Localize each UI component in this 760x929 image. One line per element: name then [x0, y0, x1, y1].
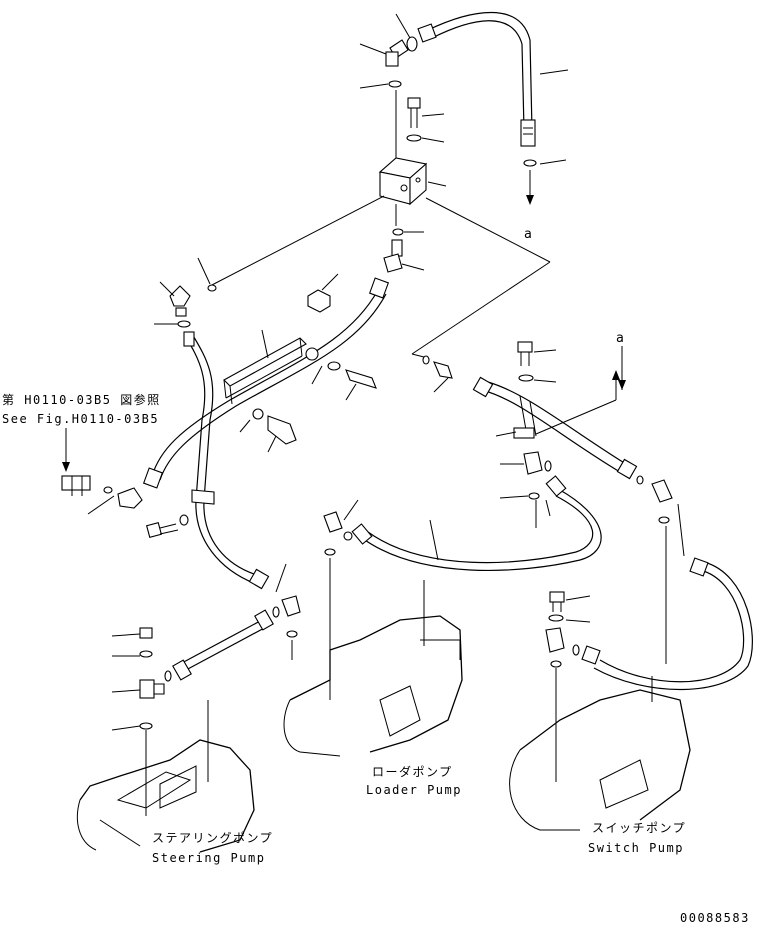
switch-pump-en: Switch Pump — [588, 841, 684, 855]
ref-japanese: 第 H0110-03B5 図参照 — [2, 392, 161, 407]
steering-pump-fittings — [111, 627, 209, 816]
left-main-hose — [142, 273, 390, 489]
mid-right-elbow — [499, 451, 552, 528]
loader-pump-en: Loader Pump — [366, 783, 462, 797]
steering-pump-ja: ステアリングポンプ — [152, 831, 273, 845]
loader-hose — [323, 475, 602, 700]
block-bolt — [406, 97, 445, 143]
steering-hose — [164, 563, 301, 682]
distribution-block — [209, 157, 551, 355]
switch-hose — [572, 475, 753, 702]
block-elbow — [383, 239, 425, 273]
upper-left-elbow — [154, 257, 217, 328]
right-tee-hose: a — [411, 331, 638, 480]
marker-a-right: a — [616, 331, 625, 346]
lower-left-bolt — [145, 514, 189, 539]
reference-fitting: 第 H0110-03B5 図参照 See Fig.H0110-03B5 — [2, 392, 161, 515]
loader-pump-ja: ローダポンプ — [372, 764, 453, 779]
marker-a-top: a — [524, 227, 533, 242]
loader-pump: ローダポンプ Loader Pump — [283, 615, 463, 797]
switch-pump-ja: スイッチポンプ — [592, 821, 686, 835]
left-vertical-hose — [183, 331, 270, 590]
clamp-bar — [223, 329, 377, 453]
drawing-number: 00088583 — [680, 911, 750, 925]
top-hose-assembly: a — [417, 11, 569, 242]
ref-english: See Fig.H0110-03B5 — [2, 412, 159, 426]
steering-pump-en: Steering Pump — [152, 851, 265, 865]
steering-pump: ステアリングポンプ Steering Pump — [76, 739, 273, 865]
switch-pump: スイッチポンプ Switch Pump — [509, 689, 691, 855]
upper-elbow-fitting — [359, 13, 418, 162]
switch-pump-fittings — [545, 591, 591, 782]
